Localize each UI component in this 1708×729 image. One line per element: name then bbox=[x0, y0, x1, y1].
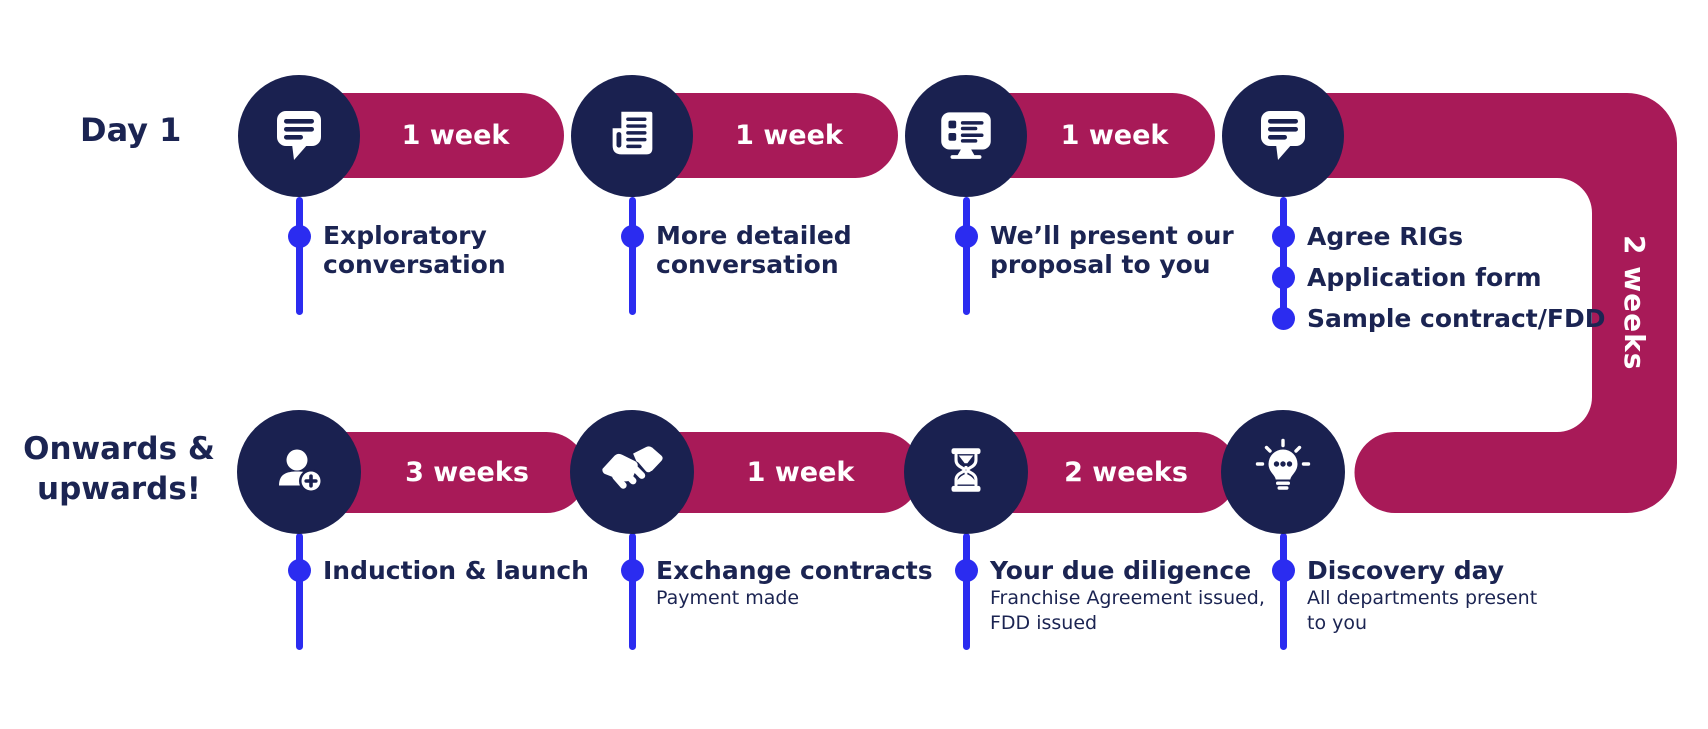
duration-label: 1 week bbox=[735, 120, 843, 151]
step-circle-due-diligence bbox=[904, 410, 1028, 534]
timeline-dot bbox=[1271, 558, 1295, 582]
step-title: We’ll present our proposal to you bbox=[990, 221, 1234, 279]
step-title: Discovery day bbox=[1307, 556, 1505, 585]
timeline-marker-line bbox=[295, 197, 303, 315]
step-subtitle: Payment made bbox=[656, 587, 800, 609]
row1-label: Day 1 bbox=[80, 111, 182, 149]
chat-icon bbox=[267, 102, 331, 170]
duration-label: 2 weeks bbox=[1064, 457, 1188, 488]
step-bullet: Sample contract/FDD bbox=[1307, 304, 1606, 333]
timeline-marker-line bbox=[628, 197, 636, 315]
step-subtitle: All departments present to you bbox=[1307, 587, 1538, 634]
timeline-dot bbox=[1271, 306, 1295, 330]
connector-duration-label: 2 weeks bbox=[1618, 235, 1651, 371]
step-title: Your due diligence bbox=[990, 556, 1252, 585]
duration-label: 1 week bbox=[1060, 120, 1169, 151]
step-circle-exploratory-conversation bbox=[238, 75, 360, 197]
hourglass-icon bbox=[937, 441, 995, 503]
newspaper-icon bbox=[601, 103, 663, 169]
timeline-marker-line bbox=[1279, 197, 1287, 321]
timeline-dot bbox=[954, 558, 978, 582]
lightbulb-icon bbox=[1251, 438, 1315, 506]
step-circle-exchange-contracts bbox=[570, 410, 694, 534]
duration-label: 1 week bbox=[401, 120, 510, 151]
person-add-icon bbox=[267, 438, 331, 506]
step-title: Exchange contracts bbox=[656, 556, 933, 585]
timeline-marker-line bbox=[295, 533, 303, 650]
chat-icon bbox=[1251, 102, 1315, 170]
timeline-dot bbox=[620, 558, 644, 582]
presentation-screen-icon bbox=[933, 101, 999, 171]
step-circle-agreements bbox=[1222, 75, 1344, 197]
timeline-marker-line bbox=[962, 197, 970, 315]
step-title: Exploratory conversation bbox=[323, 221, 506, 279]
step-circle-discovery-day bbox=[1221, 410, 1345, 534]
step-subtitle: Franchise Agreement issued, FDD issued bbox=[990, 587, 1265, 634]
timeline-dot bbox=[954, 224, 978, 248]
step-title: More detailed conversation bbox=[656, 221, 852, 279]
timeline-marker-line bbox=[962, 533, 970, 650]
step-circle-present-proposal bbox=[905, 75, 1027, 197]
timeline-dot bbox=[1271, 224, 1295, 248]
duration-label: 3 weeks bbox=[405, 457, 529, 488]
timeline-dot bbox=[287, 558, 311, 582]
row2-label: Onwards & upwards! bbox=[23, 431, 215, 507]
duration-label: 1 week bbox=[746, 457, 855, 488]
step-circle-more-detailed-conversation bbox=[571, 75, 693, 197]
connector-duration-pill: 2 weeks bbox=[1592, 93, 1677, 513]
step-bullet: Agree RIGs bbox=[1307, 222, 1464, 251]
handshake-icon bbox=[597, 435, 667, 509]
step-title: Induction & launch bbox=[323, 556, 589, 585]
step-bullet: Application form bbox=[1307, 263, 1542, 292]
timeline-dot bbox=[1271, 265, 1295, 289]
timeline-dot bbox=[287, 224, 311, 248]
step-circle-induction-launch bbox=[237, 410, 361, 534]
timeline-dot bbox=[620, 224, 644, 248]
timeline-marker-line bbox=[1279, 533, 1287, 650]
timeline-marker-line bbox=[628, 533, 636, 650]
